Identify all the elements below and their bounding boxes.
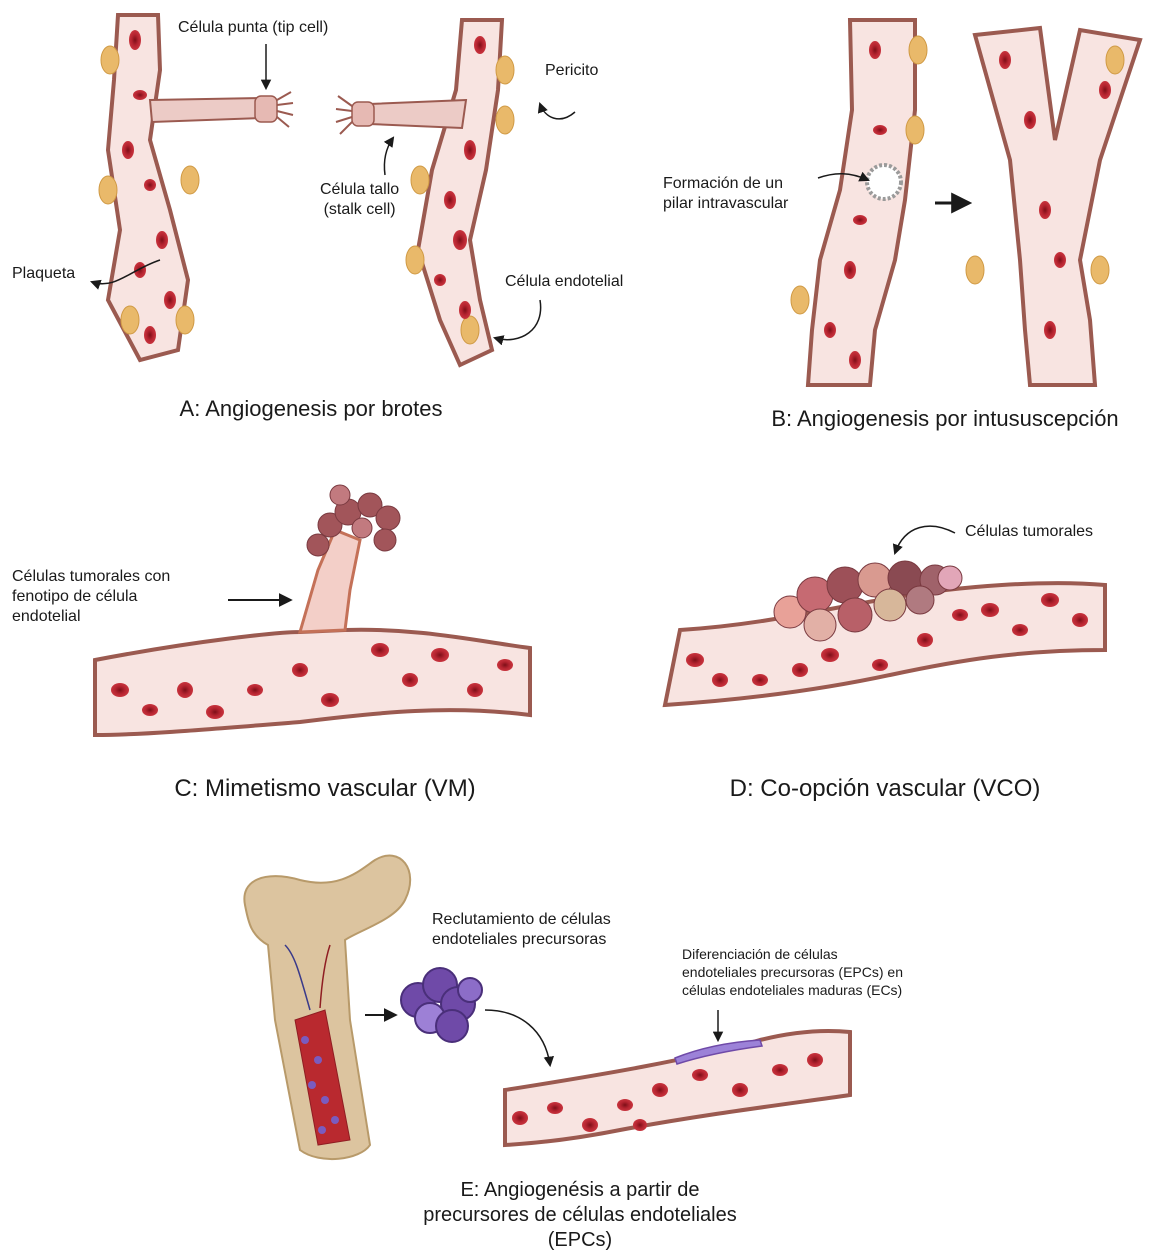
label-tumor-endothelial: Células tumorales con fenotipo de célula… bbox=[12, 567, 170, 627]
panel-b-illustration bbox=[791, 20, 1140, 385]
vessel-b-right bbox=[975, 28, 1140, 385]
label-endothelial-cell: Célula endotelial bbox=[505, 272, 623, 292]
label-tip-cell: Célula punta (tip cell) bbox=[178, 18, 328, 38]
vessel-e bbox=[505, 1031, 850, 1145]
label-differentiation: Diferenciación de células endoteliales p… bbox=[682, 945, 903, 999]
epc-cluster bbox=[401, 968, 482, 1042]
label-platelet: Plaqueta bbox=[12, 264, 75, 284]
sprout-right bbox=[370, 100, 466, 128]
caption-panel-b: B: Angiogenesis por intususcepción bbox=[760, 405, 1130, 432]
caption-panel-a: A: Angiogenesis por brotes bbox=[146, 395, 476, 422]
tip-cell-right bbox=[352, 102, 374, 126]
panel-a-illustration bbox=[99, 15, 514, 365]
label-tumor-cells: Células tumorales bbox=[965, 522, 1093, 542]
label-pillar: Formación de un pilar intravascular bbox=[663, 174, 788, 214]
panel-d-arrow bbox=[895, 526, 955, 553]
caption-panel-d: D: Co-opción vascular (VCO) bbox=[700, 775, 1070, 802]
label-pericyte: Pericito bbox=[545, 61, 598, 81]
caption-panel-c: C: Mimetismo vascular (VM) bbox=[150, 775, 500, 802]
label-recruitment: Reclutamiento de células endoteliales pr… bbox=[432, 910, 611, 950]
panel-e-illustration bbox=[244, 856, 850, 1160]
label-stalk-cell: Célula tallo (stalk cell) bbox=[320, 180, 399, 220]
vessel-c bbox=[95, 630, 530, 735]
sprout-left bbox=[150, 98, 262, 122]
intravascular-pillar bbox=[867, 165, 901, 199]
tip-cell-left bbox=[255, 96, 277, 122]
caption-panel-e: E: Angiogenésis a partir de precursores … bbox=[385, 1178, 775, 1253]
panel-d-illustration bbox=[665, 561, 1105, 705]
